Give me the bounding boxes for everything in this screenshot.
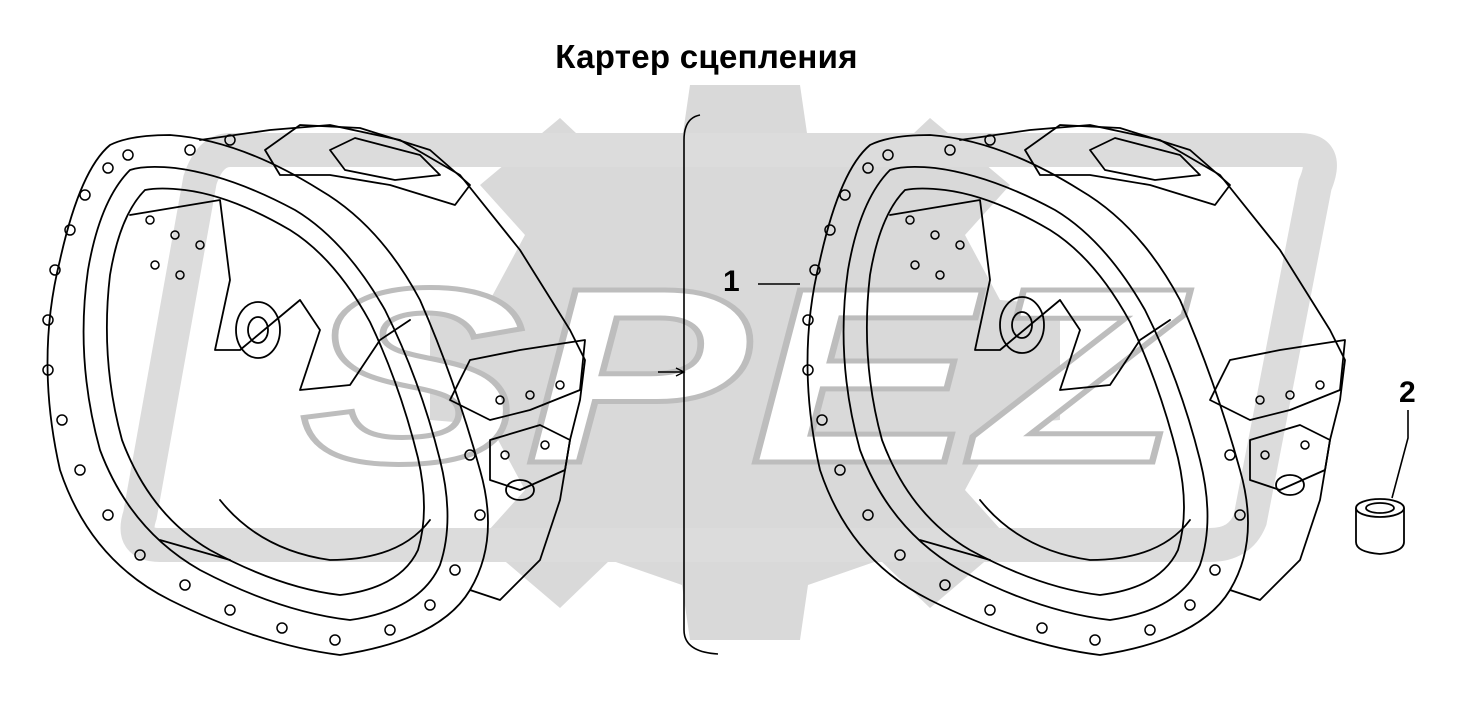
lower-bracket [489,424,571,491]
bushing-bore [1365,502,1395,514]
pilot-boss [505,479,535,501]
bolt-holes-left [42,134,565,646]
callout-1-label: 1 [723,265,740,298]
lower-rib [219,499,431,561]
callout-2-label: 2 [1399,376,1416,409]
flange-outline [46,134,489,656]
pilot-boss [1275,474,1305,496]
top-plate-window [1089,137,1201,181]
bushing-part [1355,498,1405,555]
flange-inner [842,165,1209,621]
clutch-housing-left [46,124,586,656]
inner-web [129,199,411,391]
lower-rib [979,499,1191,561]
bearing-bore [1011,311,1033,339]
flange-edge [105,187,425,596]
bearing-bore [247,316,269,344]
watermark-text: SPEZ [300,236,1191,515]
leader-line-2 [1391,410,1409,499]
diagram-title: Картер сцепления [555,38,858,75]
clutch-housing-right [806,124,1346,656]
lower-slot [159,539,231,561]
bushing-top [1355,498,1405,518]
separator-arrow [658,367,686,377]
housing-top-plate [1024,124,1231,206]
separator-bracket [683,114,719,655]
bearing-boss [235,301,281,359]
watermark-bar [120,133,1337,562]
bolt-holes-right [802,134,1325,646]
side-bracket [1209,339,1346,421]
flange-edge [865,187,1185,596]
flange-outline [806,134,1249,656]
watermark-gear [430,85,1060,640]
flange-inner [82,165,449,621]
bushing-body [1355,508,1405,555]
lower-bracket [1249,424,1331,491]
inner-web [889,199,1171,391]
top-plate-window [329,137,441,181]
lower-slot [919,539,991,561]
bearing-boss [999,296,1045,354]
side-bracket [449,339,586,421]
housing-top-plate [264,124,471,206]
watermark [120,85,1337,640]
